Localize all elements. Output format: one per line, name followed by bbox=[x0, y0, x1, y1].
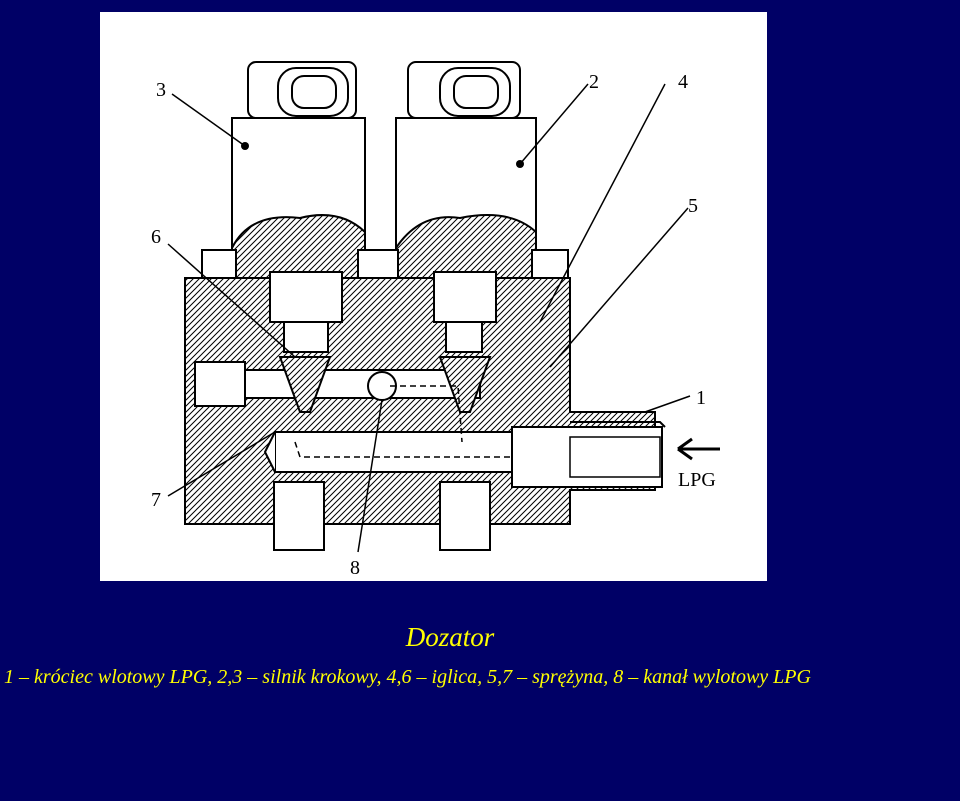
callout-8: 8 bbox=[350, 557, 360, 579]
slide-caption: 1 – króciec wlotowy LPG, 2,3 – silnik kr… bbox=[4, 666, 811, 688]
stepper-motor-right bbox=[395, 61, 537, 413]
dozator-diagram: LPG 1 2 3 4 5 6 7 8 bbox=[100, 12, 767, 581]
bolt-right bbox=[439, 481, 491, 551]
outlet-channel bbox=[274, 431, 521, 473]
callout-7: 7 bbox=[151, 489, 161, 511]
callout-3: 3 bbox=[156, 79, 166, 101]
callout-5: 5 bbox=[688, 195, 698, 217]
slide-title: Dozator bbox=[405, 622, 495, 652]
callout-4: 4 bbox=[678, 71, 688, 93]
lpg-arrow bbox=[677, 437, 720, 461]
lpg-label: LPG bbox=[678, 469, 716, 491]
bolt-left bbox=[273, 481, 325, 551]
stepper-motor-left bbox=[231, 61, 366, 413]
callout-1: 1 bbox=[696, 387, 706, 409]
callout-2: 2 bbox=[589, 71, 599, 93]
dozator-cross-section: LPG 1 2 3 4 5 6 7 8 bbox=[151, 61, 720, 579]
callout-6: 6 bbox=[151, 226, 161, 248]
